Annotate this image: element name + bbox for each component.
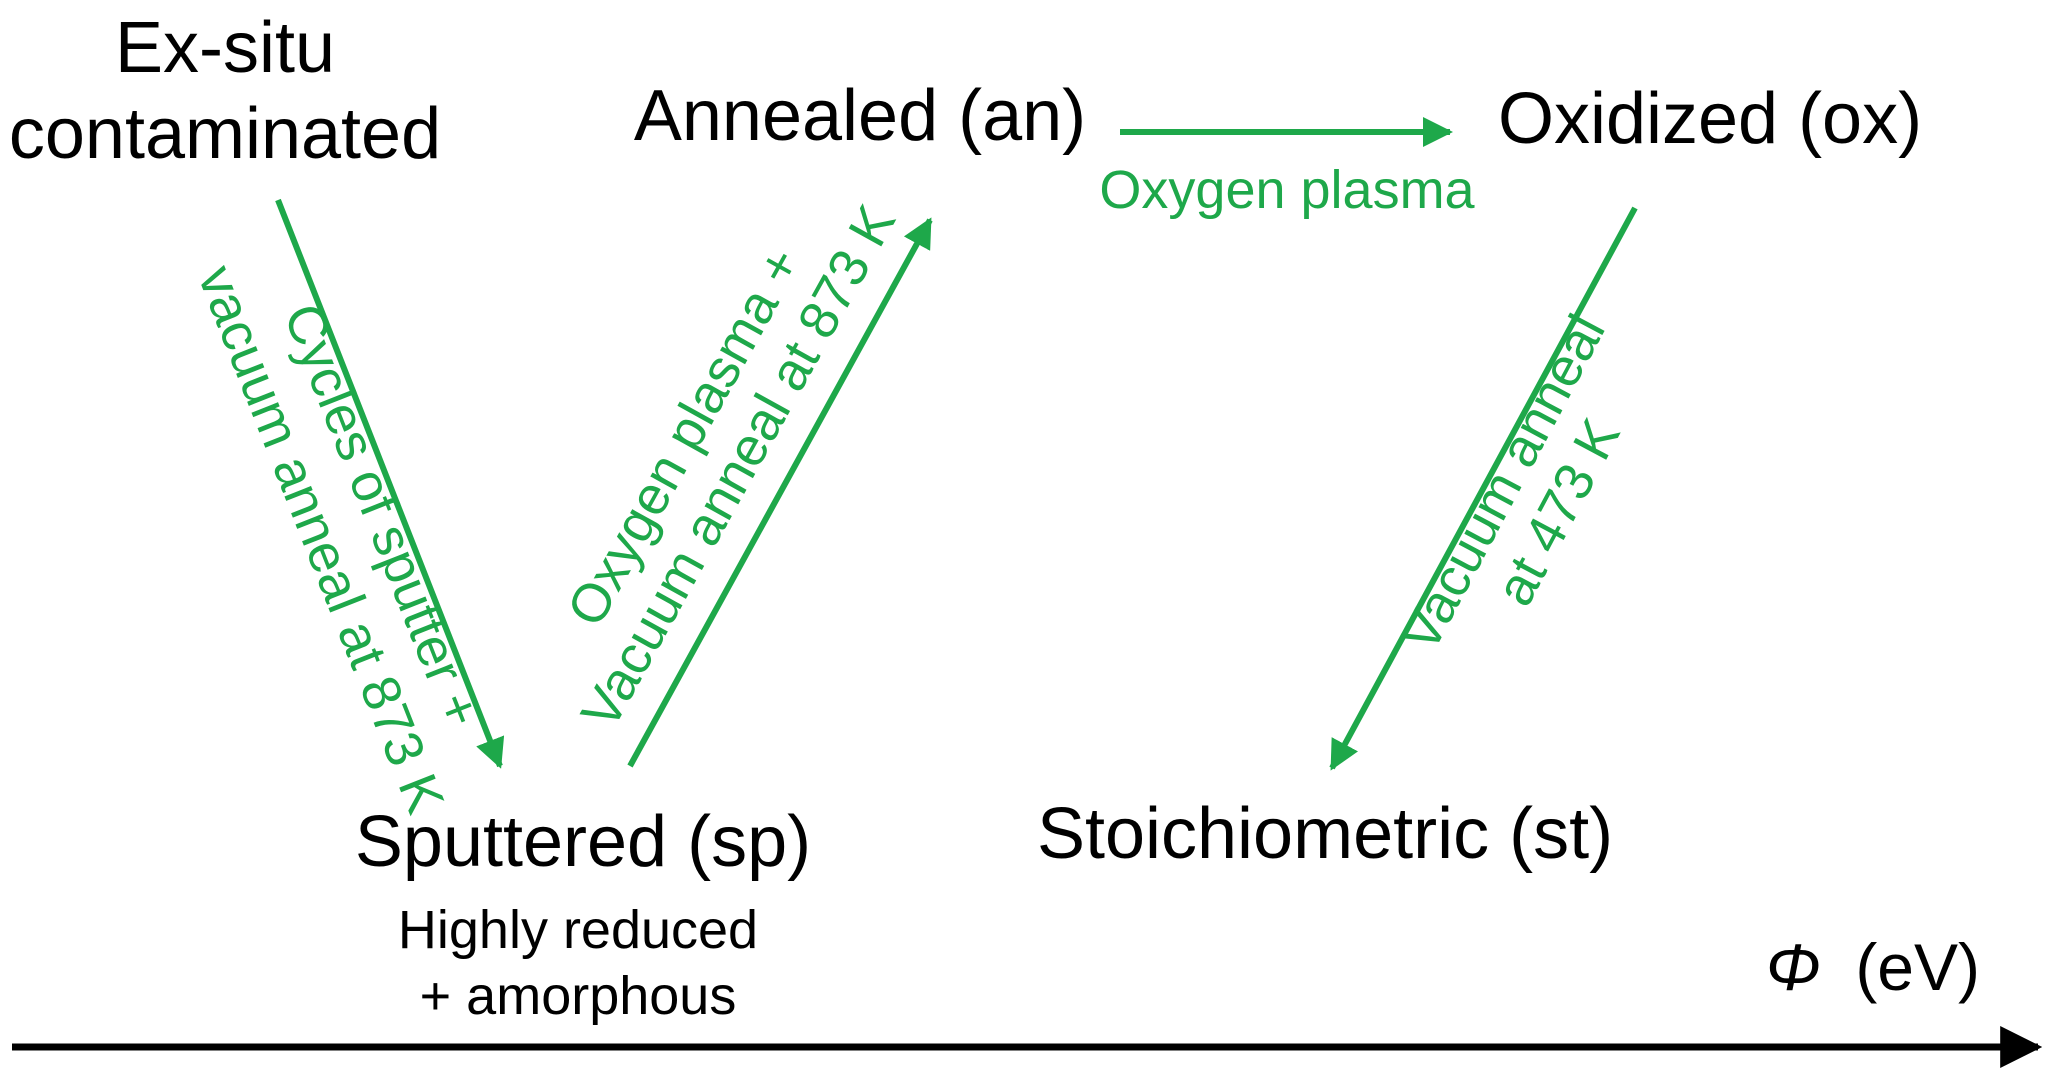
axis-label: Φ (eV) xyxy=(1766,930,1980,1004)
state-stoichiometric: Stoichiometric (st) xyxy=(1037,794,1613,874)
arrow-sputtered-to-annealed xyxy=(627,217,933,768)
sputtered-note-line2: + amorphous xyxy=(420,966,737,1026)
state-exsitu-line1: Ex-situ xyxy=(115,8,335,88)
phi-symbol: Φ xyxy=(1766,930,1821,1004)
process-oxidize: Oxygen plasma xyxy=(1099,160,1475,220)
arrow-oxidized-to-stoichiometric xyxy=(1329,206,1638,771)
sputtered-note-line1: Highly reduced xyxy=(398,900,758,960)
arrow-exsitu-to-sputtered xyxy=(275,198,505,769)
axis-unit: (eV) xyxy=(1855,930,1980,1004)
state-annealed: Annealed (an) xyxy=(634,76,1086,156)
state-exsitu-line2: contaminated xyxy=(9,94,441,174)
state-oxidized: Oxidized (ox) xyxy=(1498,79,1922,159)
state-sputtered: Sputtered (sp) xyxy=(355,802,811,882)
